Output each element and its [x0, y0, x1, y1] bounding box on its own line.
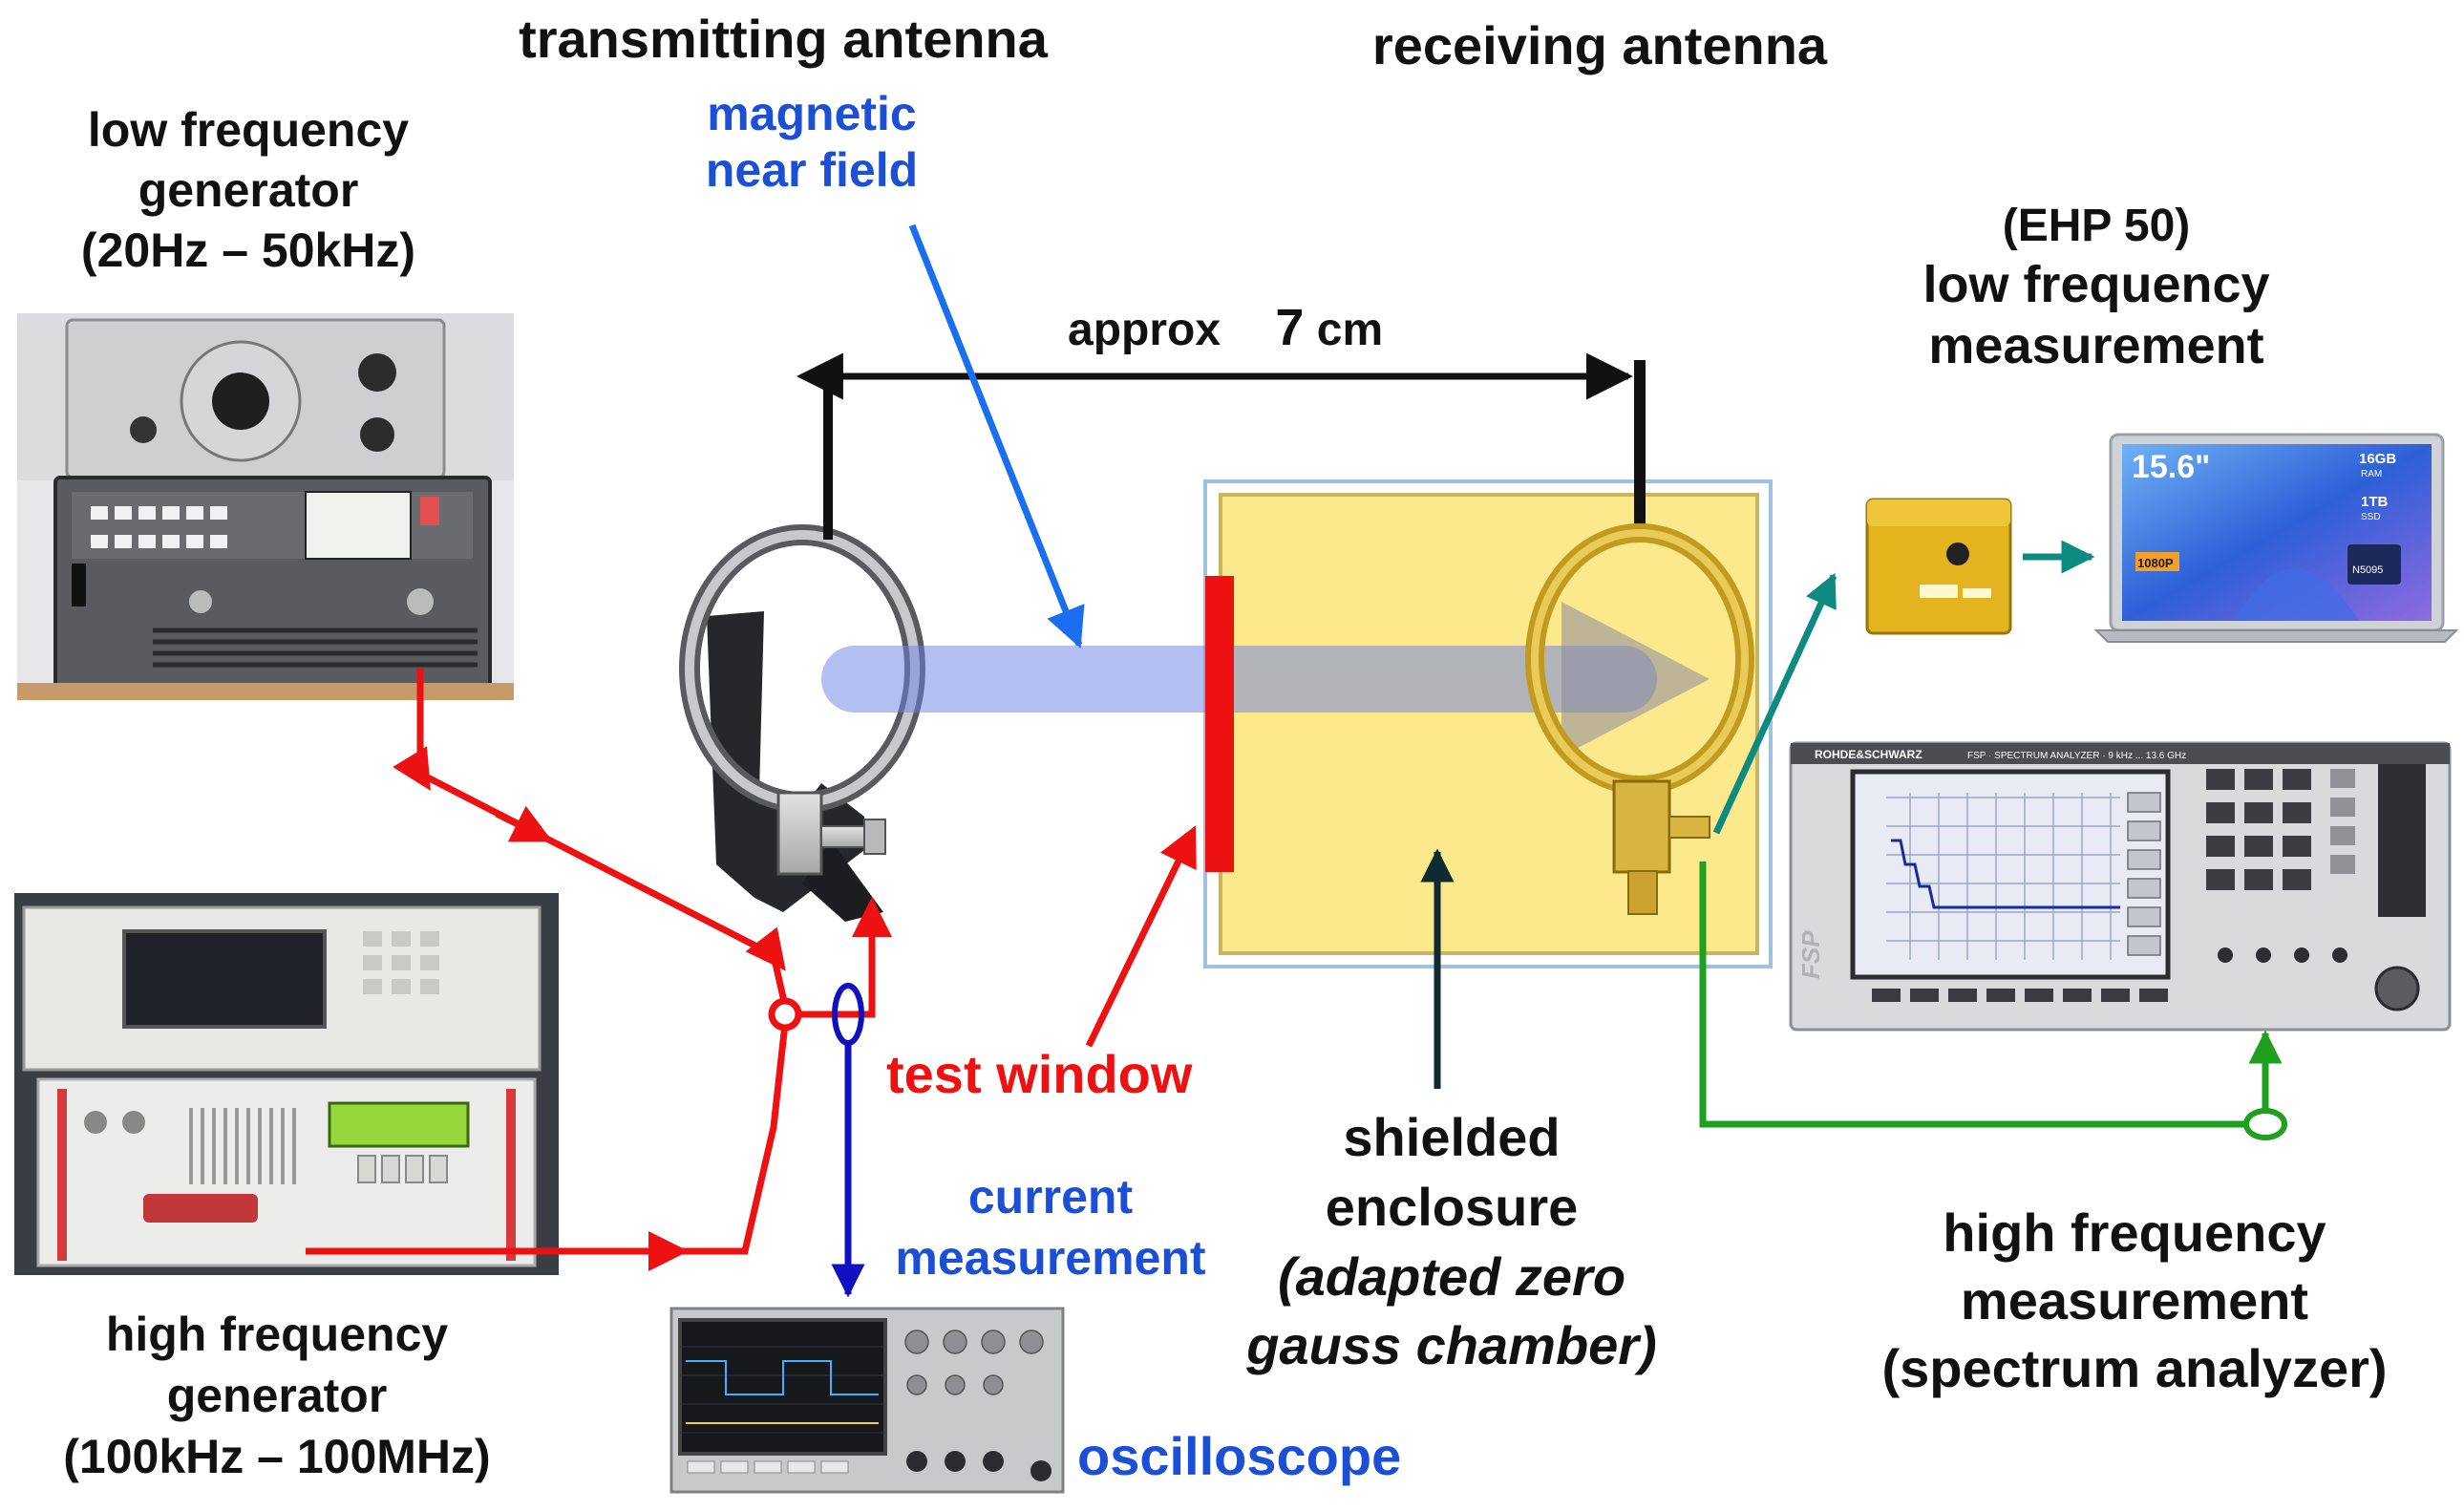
low-frequency-generator-label: low frequency generator (20Hz – 50kHz) — [38, 100, 458, 281]
laptop-ssd-unit: SSD — [2361, 512, 2381, 522]
hfg-line-2: generator — [166, 1369, 388, 1422]
oscilloscope-icon — [669, 1307, 1065, 1494]
high-frequency-generator-label: high frequency generator (100kHz – 100MH… — [38, 1304, 516, 1487]
shielded-enclosure-label: shielded enclosure (adapted zero gauss c… — [1213, 1103, 1690, 1381]
receiving-antenna-label: receiving antenna — [1371, 15, 1828, 75]
hfg-line-1: high frequency — [105, 1308, 449, 1361]
ehp50-probe-icon — [1865, 498, 2012, 635]
laptop-ssd: 1TB — [2361, 494, 2389, 510]
transmitting-loop-antenna-icon — [679, 524, 925, 922]
test-window-arrow — [1085, 825, 1197, 1048]
hfm-line-1: high frequency — [1943, 1202, 2326, 1263]
current-line-1: current — [967, 1170, 1134, 1224]
test-window-label: test window — [886, 1044, 1193, 1104]
enclosure-line-1: shielded — [1343, 1107, 1561, 1167]
lfg-line-2: generator — [138, 163, 359, 217]
analyzer-logo: FSP — [1796, 930, 1825, 979]
low-freq-signal-line — [393, 669, 789, 1007]
laptop-ram: 16GB — [2359, 451, 2396, 467]
magnetic-line: magnetic — [707, 87, 917, 140]
oscilloscope-label: oscilloscope — [1077, 1426, 1402, 1486]
spectrum-analyzer-icon: ROHDE&SCHWARZ FSP · SPECTRUM ANALYZER · … — [1789, 741, 2452, 1032]
transmitting-antenna-label: transmitting antenna — [519, 9, 1048, 69]
current-measurement-label: current measurement — [869, 1167, 1232, 1288]
signal-junction — [768, 997, 802, 1032]
high-frequency-measurement-label: high frequency measurement (spectrum ana… — [1829, 1199, 2440, 1402]
magnetic-field-arrow — [908, 223, 1085, 649]
magnetic-near-field-label: magnetic near field — [669, 86, 955, 199]
test-window-bar — [1205, 576, 1234, 872]
hfm-line-2: measurement — [1960, 1270, 2309, 1331]
distance-unit: cm — [1316, 305, 1384, 355]
ehp-line-3: measurement — [1928, 317, 2264, 375]
low-frequency-generator-icon — [17, 313, 514, 700]
analyzer-model: FSP · SPECTRUM ANALYZER · 9 kHz ... 13.6… — [1967, 751, 2186, 761]
shielded-enclosure-box — [1203, 479, 1773, 968]
ehp-measurement-label: (EHP 50) low frequency measurement — [1829, 199, 2364, 377]
high-frequency-generator-icon — [14, 893, 559, 1275]
ehp-signal-line — [1712, 572, 1837, 835]
near-field-line: near field — [705, 143, 919, 197]
enclosure-line-3: (adapted zero — [1277, 1245, 1626, 1307]
laptop-icon: 15.6" 16GB RAM 1TB SSD 1080P N5095 — [2093, 433, 2459, 643]
magnetic-field-beam — [821, 602, 1710, 756]
hfg-line-3: (100kHz – 100MHz) — [63, 1430, 491, 1483]
enclosure-line-2: enclosure — [1325, 1176, 1579, 1237]
antenna-feed-line — [798, 897, 892, 1018]
low-freq-arrow — [495, 805, 553, 842]
hf-measurement-line — [1699, 862, 2254, 1128]
enclosure-line-4: gauss chamber) — [1246, 1315, 1657, 1376]
laptop-resolution: 1080P — [2137, 556, 2174, 570]
distance-label: approx 7 cm — [1068, 298, 1383, 359]
lfg-line-1: low frequency — [87, 103, 410, 157]
receiving-loop-antenna-icon — [1525, 360, 1754, 915]
distance-value: 7 — [1275, 299, 1305, 356]
hfm-line-3: (spectrum analyzer) — [1881, 1338, 2388, 1399]
distance-approx: approx — [1068, 305, 1221, 355]
ehp-line-1: (EHP 50) — [2002, 201, 2191, 251]
lfg-line-3: (20Hz – 50kHz) — [80, 223, 416, 277]
laptop-screen-size: 15.6" — [2132, 449, 2210, 485]
ehp-line-2: low frequency — [1922, 255, 2270, 313]
hf-measurement-probe — [2243, 1108, 2287, 1140]
high-freq-signal-line — [306, 1023, 789, 1255]
laptop-cpu: N5095 — [2352, 564, 2383, 576]
laptop-ram-unit: RAM — [2361, 469, 2382, 479]
analyzer-brand: ROHDE&SCHWARZ — [1815, 748, 1922, 761]
current-line-2: measurement — [895, 1230, 1206, 1285]
